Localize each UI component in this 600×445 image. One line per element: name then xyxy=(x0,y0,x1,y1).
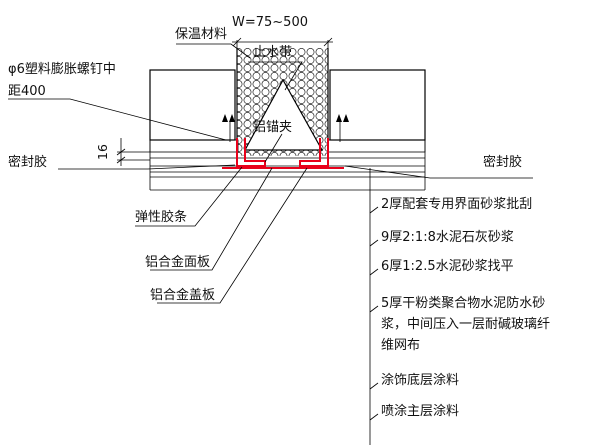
thickness-dimension xyxy=(116,138,150,166)
label-aluminum-clip: 铝锚夹 xyxy=(253,120,292,135)
layer-line-5: 浆，中间压入一层耐碱玻璃纤 xyxy=(381,317,550,332)
label-elastic-strip: 弹性胶条 xyxy=(135,209,187,225)
label-anchor-spacing: 距400 xyxy=(8,84,46,99)
waterstop xyxy=(243,78,324,151)
label-insulation: 保温材料 xyxy=(175,27,227,42)
aluminum-plates xyxy=(222,138,344,169)
label-face-plate: 铝合金面板 xyxy=(145,254,210,270)
left-wall xyxy=(149,69,236,141)
label-sealant-right: 密封胶 xyxy=(483,154,522,170)
layer-line-6: 维网布 xyxy=(381,338,420,353)
layer-line-7: 涂饰底层涂料 xyxy=(381,372,459,388)
layer-line-3: 6厚1:2.5水泥砂浆找平 xyxy=(381,259,514,274)
label-dim-16: 16 xyxy=(95,144,110,160)
layer-line-2: 9厚2:1:8水泥石灰砂浆 xyxy=(381,230,514,245)
label-width: W=75~500 xyxy=(232,15,308,30)
plaster-layers xyxy=(149,139,426,191)
label-waterstop: 止水带 xyxy=(253,45,292,60)
anchor-bolts xyxy=(222,114,349,142)
layer-line-4: 5厚干粉类聚合物水泥防水砂 xyxy=(381,295,545,311)
layer-line-1: 2厚配套专用界面砂浆批刮 xyxy=(381,196,532,212)
layer-line-8: 喷涂主层涂料 xyxy=(381,403,459,419)
label-sealant-left: 密封胶 xyxy=(8,154,47,170)
label-cover-plate: 铝合金盖板 xyxy=(150,287,215,303)
label-anchor-bolt: φ6塑料膨胀螺钉中 xyxy=(8,62,116,77)
right-wall xyxy=(329,69,426,141)
leader-lines xyxy=(8,43,533,445)
width-dimension xyxy=(232,37,333,50)
